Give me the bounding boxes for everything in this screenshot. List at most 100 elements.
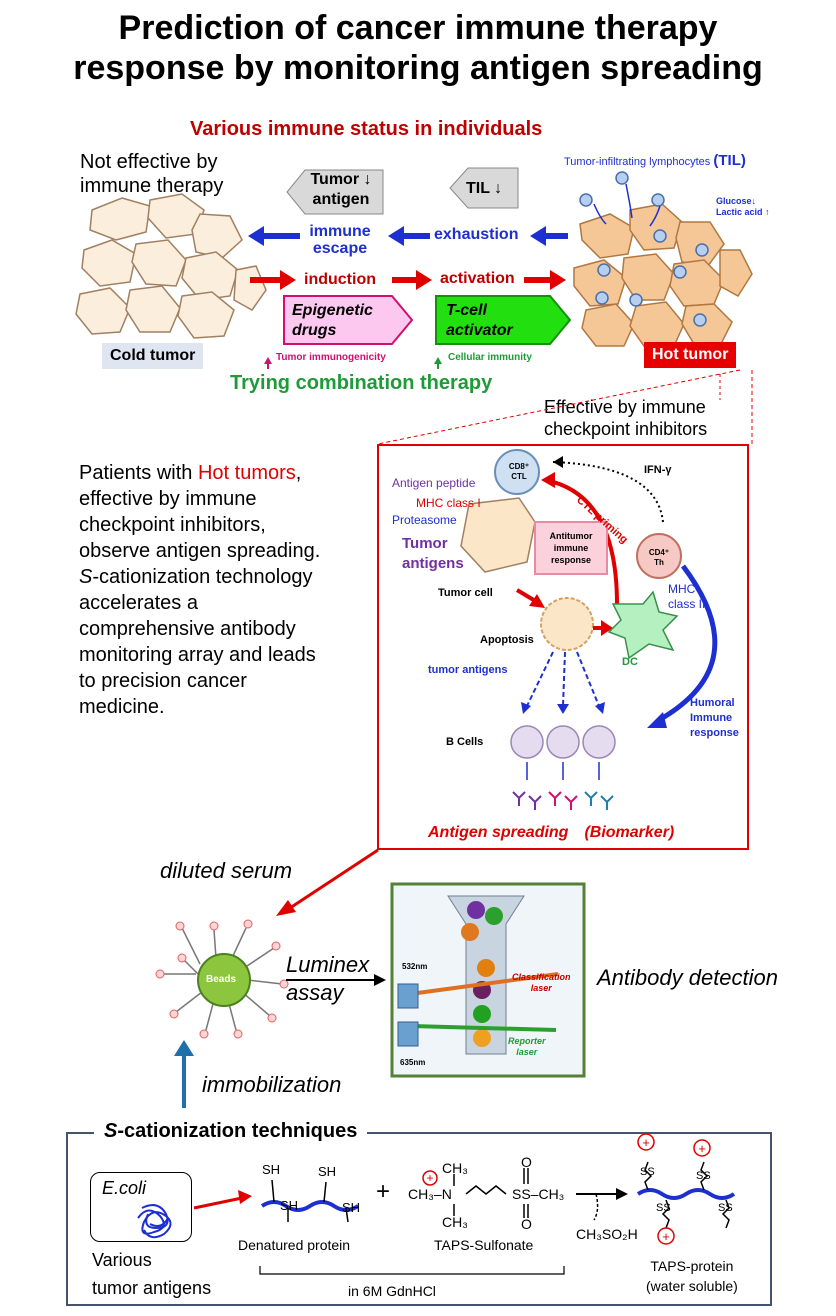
- svg-text:+: +: [642, 1135, 650, 1150]
- assay-diagram: [155, 848, 586, 1108]
- o-bottom: O: [521, 1216, 532, 1232]
- mhc2-label: MHC class II: [668, 582, 705, 612]
- svg-text:+: +: [662, 1229, 670, 1244]
- tumor-antigen-arrow-box: [286, 169, 384, 215]
- metabolic-labels: Glucose↓ Lactic acid ↑: [716, 196, 770, 218]
- beads-image: [155, 919, 289, 1039]
- apoptosis-cell: [540, 597, 594, 651]
- tumor-cell: [460, 497, 536, 573]
- antigen-peptide-label: Antigen peptide: [392, 476, 476, 490]
- diluted-serum-label: diluted serum: [160, 858, 293, 883]
- tumor-antigen-label: Tumor ↓ antigen: [306, 170, 376, 210]
- up-arrow-magenta: [264, 357, 272, 364]
- ss-label-2: SS: [696, 1170, 711, 1182]
- mechanism-diagram: [460, 449, 718, 810]
- lactic-acid-label: Lactic acid ↑: [716, 207, 770, 217]
- ss-ch3: SS–CH₃: [512, 1186, 565, 1202]
- patients-line-4: observe antigen spreading.: [79, 540, 321, 562]
- dc-cell: [607, 590, 679, 660]
- cd8-label: CD8⁺ CTL: [504, 462, 534, 482]
- immobilization-label: immobilization: [202, 1072, 342, 1097]
- hot-tumor-image: [573, 203, 753, 347]
- red-arrows: [250, 270, 566, 290]
- cd4-line-1: CD4⁺: [648, 548, 670, 557]
- protein-tangle-icon: [137, 1204, 172, 1239]
- various-line-2: tumor antigens: [92, 1278, 212, 1298]
- ecoli-box: [90, 1172, 192, 1242]
- classification-laser-label: Classification laser: [512, 972, 571, 994]
- taps-structure: [453, 1168, 529, 1218]
- svg-text:+: +: [426, 1171, 433, 1185]
- tumor-cell-label: Tumor cell: [438, 587, 493, 599]
- tumor-antigen-line-1: Tumor ↓: [310, 171, 372, 188]
- wavelength-532-label: 532nm: [402, 962, 428, 971]
- blue-arrows: [248, 226, 568, 246]
- antigen-arrows: [526, 651, 600, 707]
- ch3so2h-label: CH₃SO₂H: [576, 1226, 638, 1242]
- humoral-line-2: Immune: [690, 712, 733, 724]
- o-top: O: [521, 1154, 532, 1170]
- humoral-line-1: Humoral: [690, 697, 735, 709]
- til-caption: Tumor-infiltrating lymphocytes (TIL): [564, 152, 746, 169]
- not-effective-line-2: immune therapy: [80, 175, 224, 197]
- til-dots: [579, 171, 709, 327]
- epigenetic-line-2: drugs: [292, 322, 337, 339]
- b-cell-arrows: [526, 762, 600, 780]
- classification-line-2: laser: [530, 983, 552, 993]
- sh-label-1: SH: [262, 1162, 281, 1177]
- cellular-immunity-label: Cellular immunity: [448, 352, 532, 363]
- induction-label: induction: [304, 271, 376, 288]
- immune-escape-line-2: escape: [312, 240, 368, 257]
- cd8-line-2: CTL: [511, 472, 527, 481]
- patients-line-8: monitoring array and leads: [79, 644, 316, 666]
- antitumor-line-1: Antitumor: [549, 531, 593, 541]
- patients-line-10: medicine.: [79, 696, 165, 718]
- cd8-line-1: CD8⁺: [508, 462, 530, 471]
- antigen-spreading-label: Antigen spreading (Biomarker): [428, 824, 675, 841]
- patients-line-7: comprehensive antibody: [79, 618, 296, 640]
- cold-tumor-label: Cold tumor: [102, 343, 204, 369]
- patients-line-9: to precision cancer: [79, 670, 247, 692]
- immune-escape-line-1: immune: [309, 223, 371, 240]
- humoral-line-3: response: [690, 727, 739, 739]
- effective-line-1: Effective by immune: [544, 397, 706, 417]
- taps-charges: [637, 1133, 711, 1245]
- cd4-th-cell: [636, 533, 682, 579]
- not-effective-label: Not effective by immune therapy: [80, 150, 223, 198]
- mechanism-box: [377, 444, 749, 850]
- effective-line-2: checkpoint inhibitors: [544, 419, 708, 439]
- taps-protein-line-1: TAPS-protein: [650, 1258, 734, 1274]
- patients-paragraph: Patients with Hot tumors, effective by i…: [79, 460, 369, 720]
- immunogenicity-label: Tumor immunogenicity: [276, 352, 386, 363]
- taps-protein-line-2: (water soluble): [646, 1278, 738, 1294]
- wavelength-635-label: 635nm: [400, 1058, 426, 1067]
- activation-label: activation: [440, 270, 515, 287]
- taps-sulfonate-label: TAPS-Sulfonate: [434, 1237, 534, 1253]
- ecoli-label: E.coli: [102, 1178, 147, 1198]
- patients-line-2: effective by immune: [79, 488, 257, 510]
- ch3-n: CH₃–N: [408, 1186, 452, 1202]
- beads-label: Beads: [206, 974, 237, 985]
- exhaustion-label: exhaustion: [434, 226, 519, 243]
- epigenetic-label: Epigenetic drugs: [292, 301, 373, 341]
- immune-status-diagram: [75, 167, 753, 400]
- mhc2-line-2: class II: [668, 597, 706, 611]
- various-antigens-label: Various tumor antigens: [92, 1246, 211, 1302]
- techniques-box: [66, 1132, 772, 1306]
- luminex-illustration: [397, 895, 559, 1055]
- antibody-detection-label: Antibody detection: [597, 965, 779, 990]
- immune-escape-label: immune escape: [302, 223, 378, 257]
- classification-line-1: Classification: [512, 972, 571, 982]
- sh-label-2: SH: [318, 1164, 337, 1179]
- b-cells: [510, 725, 616, 759]
- denatured-label: Denatured protein: [238, 1237, 351, 1253]
- patients-line-5: S-cationization technology: [79, 566, 313, 588]
- serum-arrow: [276, 900, 296, 916]
- antibodies: [512, 791, 614, 810]
- positive-charge-icon: [422, 1170, 438, 1186]
- ch3-top: CH₃: [442, 1160, 468, 1176]
- patients-line-3: checkpoint inhibitors,: [79, 514, 266, 536]
- cd4-label: CD4⁺ Th: [644, 548, 674, 568]
- cd8-ctl-cell: [494, 449, 540, 495]
- plus-sign: +: [376, 1178, 391, 1205]
